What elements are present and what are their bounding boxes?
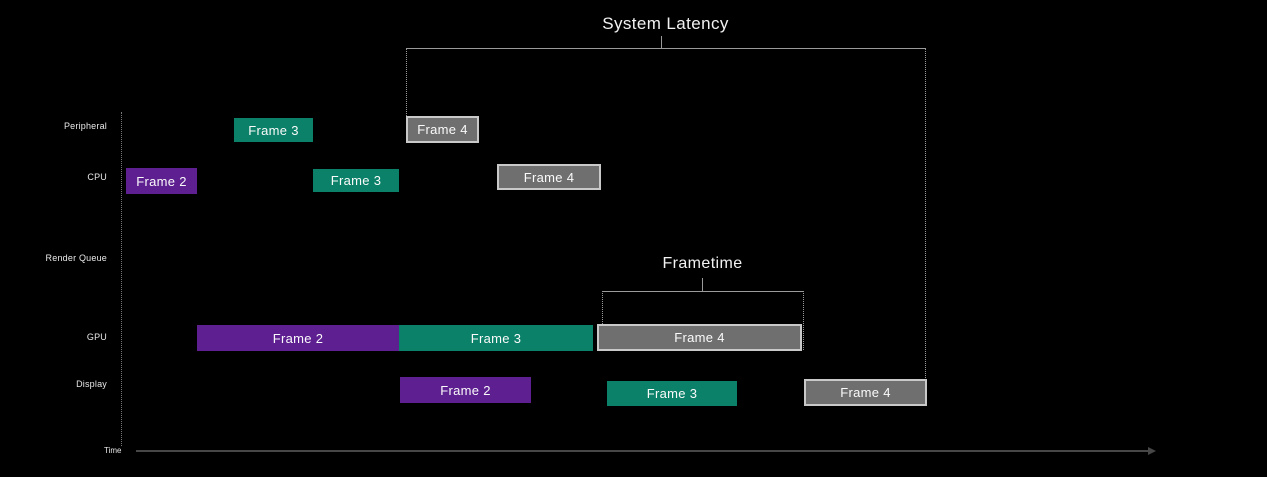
row-label-render-queue: Render Queue [45, 253, 107, 263]
timeline-start-guide-line [121, 112, 122, 446]
row-label-gpu: GPU [86, 332, 107, 342]
row-label-peripheral: Peripheral [63, 121, 107, 131]
bar-cpu-frame-2: Frame 2 [126, 168, 197, 194]
bar-display-frame-2: Frame 2 [400, 377, 531, 403]
system-latency-title: System Latency [602, 14, 729, 33]
bar-display-frame-3: Frame 3 [607, 381, 737, 406]
time-axis-line [136, 450, 1150, 452]
system-latency-bracket-line [406, 48, 925, 49]
frametime-title: Frametime [662, 255, 743, 272]
bar-gpu-frame-3: Frame 3 [399, 325, 593, 351]
time-axis-label: Time [104, 446, 122, 455]
bar-peripheral-frame-3: Frame 3 [234, 118, 313, 142]
bar-display-frame-4: Frame 4 [804, 379, 927, 406]
bar-cpu-frame-4: Frame 4 [497, 164, 601, 190]
frametime-bracket-right [803, 291, 804, 350]
row-label-cpu: CPU [87, 172, 107, 182]
frametime-bracket-left [602, 291, 603, 350]
time-axis-arrowhead-icon [1148, 447, 1156, 455]
system-latency-bracket-left [406, 48, 407, 116]
bar-gpu-frame-4: Frame 4 [597, 324, 802, 351]
bar-gpu-frame-2: Frame 2 [197, 325, 399, 351]
frametime-bracket-line [602, 291, 803, 292]
frametime-title-tick [702, 278, 703, 291]
bar-cpu-frame-3: Frame 3 [313, 169, 399, 192]
row-label-display: Display [76, 379, 107, 389]
system-latency-bracket-right [925, 48, 926, 378]
bar-peripheral-frame-4: Frame 4 [406, 116, 479, 143]
system-latency-title-tick [661, 36, 662, 48]
